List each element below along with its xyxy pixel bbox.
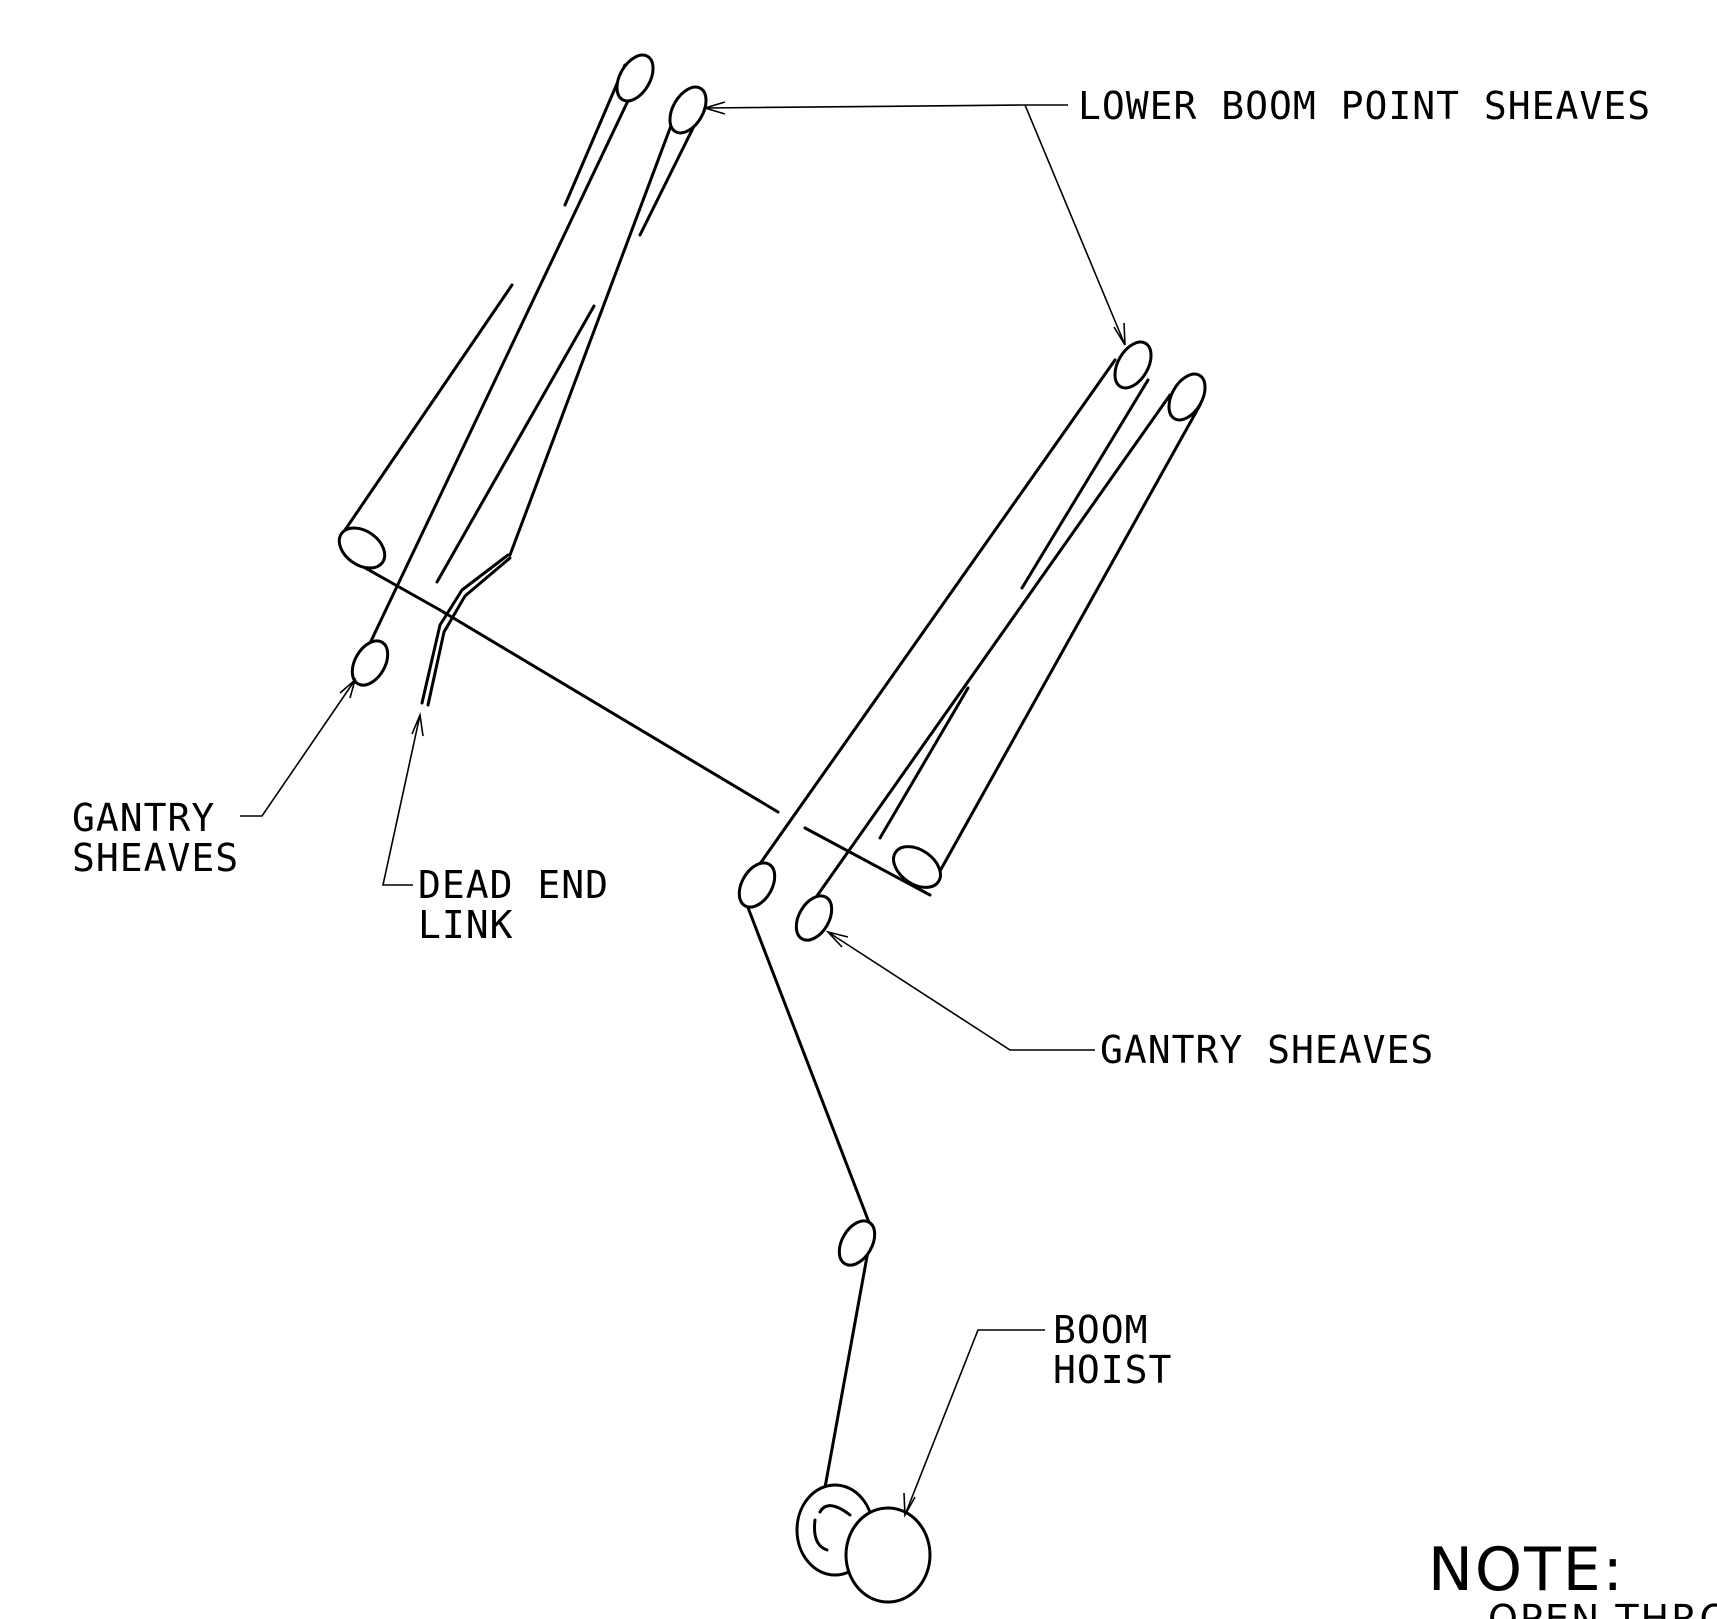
rope-line <box>818 1238 872 1517</box>
label-dead-end-link: DEAD END <box>418 863 609 907</box>
label-dead-end-link: LINK <box>418 903 514 947</box>
lower-boom-point-sheave <box>1113 340 1153 390</box>
boom-point-sheave <box>615 53 655 103</box>
rope-line <box>933 403 1202 882</box>
leader-lines <box>240 101 1126 1518</box>
deflector-sheave <box>837 1219 877 1267</box>
leader-lower-boom-point-sheaves <box>704 104 1068 109</box>
arrow-head <box>1113 322 1126 346</box>
rope-line <box>360 63 647 662</box>
rope-line <box>358 563 442 612</box>
arrow-head <box>903 1492 916 1518</box>
wire-rope-runs <box>343 63 1202 1517</box>
leader-gantry-sheaves-left <box>240 679 356 817</box>
rope-line <box>1020 378 1150 590</box>
labels: LOWER BOOM POINT SHEAVES GANTRY SHEAVES … <box>72 84 1717 1619</box>
label-boom-hoist: BOOM <box>1053 1308 1149 1352</box>
arrow-head <box>825 930 849 948</box>
label-gantry-sheaves-left: SHEAVES <box>72 836 239 880</box>
rope-line <box>343 283 514 532</box>
boom-hoist-drum-link <box>813 1504 852 1552</box>
gantry-sheave <box>337 526 387 570</box>
label-boom-hoist: HOIST <box>1053 1348 1172 1392</box>
boom-hoist-drum <box>844 1506 932 1604</box>
leader-lower-boom-point-sheaves-2 <box>1024 104 1126 346</box>
label-gantry-sheaves-right: GANTRY SHEAVES <box>1100 1028 1434 1072</box>
arrow-head <box>339 677 357 699</box>
gantry-sheave <box>892 845 942 889</box>
lower-boom-point-sheave <box>1167 372 1207 422</box>
boom-point-sheave <box>668 85 708 135</box>
rope-line <box>743 358 1117 887</box>
note-text: OPEN THRO <box>1488 1597 1717 1619</box>
rope-line <box>563 63 627 207</box>
label-gantry-sheaves-left: GANTRY <box>72 796 215 840</box>
gantry-sheave <box>737 861 777 909</box>
note-title: NOTE: <box>1428 1535 1625 1605</box>
rope-line <box>508 113 677 557</box>
rope-line <box>435 304 596 584</box>
rope-line <box>878 686 970 840</box>
rope-line <box>798 393 1172 922</box>
arrow-head <box>411 712 424 737</box>
rope-line <box>438 608 780 814</box>
gantry-sheave <box>794 894 834 942</box>
leader-dead-end-link <box>382 714 421 886</box>
sheaves <box>337 53 1207 1604</box>
gantry-sheave <box>350 639 390 687</box>
dead-end-link-shape <box>420 553 512 707</box>
leader-boom-hoist <box>904 1329 1045 1516</box>
rope-line <box>638 116 700 237</box>
leader-gantry-sheaves-right <box>827 931 1095 1051</box>
label-lower-boom-point-sheaves: LOWER BOOM POINT SHEAVES <box>1078 84 1651 128</box>
rope-line <box>740 890 872 1227</box>
arrow-head <box>702 101 726 115</box>
